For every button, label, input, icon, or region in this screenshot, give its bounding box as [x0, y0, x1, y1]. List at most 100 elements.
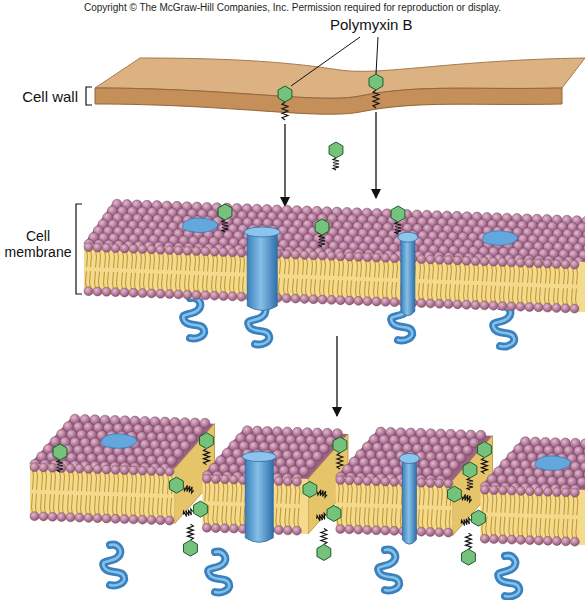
phospholipid-tail — [501, 265, 502, 282]
phospholipid-head — [534, 536, 543, 545]
phospholipid-tail — [451, 263, 452, 280]
phospholipid-tail — [487, 493, 488, 513]
phospholipid-tail — [564, 267, 565, 284]
phospholipid-tail — [377, 508, 378, 528]
phospholipid-head — [138, 245, 147, 254]
phospholipid-tail — [352, 260, 353, 277]
cell-wall-front — [95, 88, 562, 114]
phospholipid-tail — [486, 285, 487, 302]
peripheral-protein — [493, 306, 514, 347]
phospholipid-head — [174, 246, 183, 255]
phospholipid-tail — [455, 284, 456, 301]
phospholipid-head — [111, 288, 120, 297]
phospholipid-tail — [496, 265, 497, 282]
phospholipid-head — [156, 289, 165, 298]
polymyxin-molecule — [369, 74, 383, 108]
part-label: Polymyxin B — [330, 16, 413, 33]
phospholipid-head — [165, 246, 174, 255]
molecule-head — [472, 510, 486, 526]
phospholipid-tail — [518, 287, 519, 304]
phospholipid-head — [498, 302, 507, 311]
phospholipid-tail — [400, 509, 401, 529]
phospholipid-tail — [167, 498, 168, 518]
polymyxin-molecule — [184, 524, 198, 556]
phospholipid-tail — [338, 483, 339, 503]
phospholipid-tail — [55, 471, 56, 491]
phospholipid-head — [525, 258, 534, 267]
phospholipid-head — [120, 288, 129, 297]
phospholipid-tail — [527, 518, 528, 538]
protein-highlight — [208, 552, 229, 593]
phospholipid-tail — [235, 255, 236, 272]
molecule-tail — [317, 513, 327, 521]
phospholipid-tail — [225, 276, 226, 293]
phospholipid-head — [93, 287, 102, 296]
phospholipid-tail — [199, 254, 200, 271]
phospholipid-tail — [573, 496, 574, 515]
phospholipid-tail — [558, 519, 559, 539]
phospholipid-tail — [576, 289, 577, 306]
channel-top — [242, 452, 276, 462]
bilayer-front — [30, 464, 175, 524]
molecule-tail — [395, 222, 401, 234]
phospholipid-tail — [127, 473, 128, 493]
phospholipid-tail — [339, 259, 340, 276]
phospholipid-tail — [50, 494, 51, 514]
phospholipid-tail — [114, 473, 115, 493]
phospholipid-tail — [576, 519, 577, 539]
phospholipid-tail — [456, 263, 457, 280]
phospholipid-tail — [438, 263, 439, 280]
phospholipid-tail — [90, 271, 91, 288]
protein-highlight — [498, 556, 519, 597]
flow-arrow — [284, 124, 285, 206]
phospholipid-tail — [346, 507, 347, 526]
leader-line — [291, 37, 360, 86]
phospholipid-head — [211, 524, 220, 533]
molecule-tail — [467, 478, 473, 490]
molecule-head — [218, 204, 232, 220]
phospholipid-tail — [360, 484, 361, 504]
phospholipid-tail — [428, 486, 429, 506]
phospholipid-tail — [446, 284, 447, 301]
phospholipid-head — [318, 295, 327, 304]
phospholipid-head — [570, 260, 579, 269]
phospholipid-tail — [180, 274, 181, 291]
phospholipid-head — [390, 254, 399, 263]
phospholipid-tail — [96, 250, 97, 267]
phospholipid-tail — [436, 510, 437, 529]
flow-arrow — [375, 112, 376, 198]
protein-coil — [493, 306, 514, 347]
phospholipid-tail — [96, 472, 97, 492]
molecule-head — [315, 219, 329, 235]
phospholipid-tail — [42, 470, 43, 490]
bilayer-piece — [84, 199, 585, 313]
phospholipid-head — [507, 535, 516, 544]
phospholipid-tail — [369, 281, 370, 298]
phospholipid-head — [147, 245, 156, 254]
phospholipid-tail — [99, 496, 100, 516]
phospholipid-tail — [104, 272, 105, 289]
phospholipid-head — [417, 478, 426, 487]
phospholipid-tail — [342, 280, 343, 297]
phospholipid-tail — [127, 251, 128, 268]
phospholipid-tail — [240, 256, 241, 273]
phospholipid-head — [84, 287, 93, 296]
phospholipid-tail — [440, 510, 441, 529]
phospholipid-tail — [392, 485, 393, 505]
molecule-head — [463, 462, 477, 478]
phospholipid-tail — [537, 266, 538, 283]
phospholipid-head — [480, 485, 489, 494]
phospholipid-tail — [141, 474, 142, 494]
molecule-tail — [337, 453, 343, 469]
phospholipid-tail — [573, 268, 574, 285]
phospholipid-tail — [63, 495, 64, 515]
phospholipid-tail — [500, 517, 501, 537]
phospholipid-tail — [563, 288, 564, 305]
phospholipid-tail — [423, 486, 424, 506]
phospholipid-head — [345, 525, 354, 534]
phospholipid-head — [426, 478, 435, 487]
phospholipid-head — [381, 477, 390, 486]
phospholipid-tail — [541, 494, 542, 514]
protein-coil — [208, 552, 229, 593]
phospholipid-tail — [145, 474, 146, 494]
